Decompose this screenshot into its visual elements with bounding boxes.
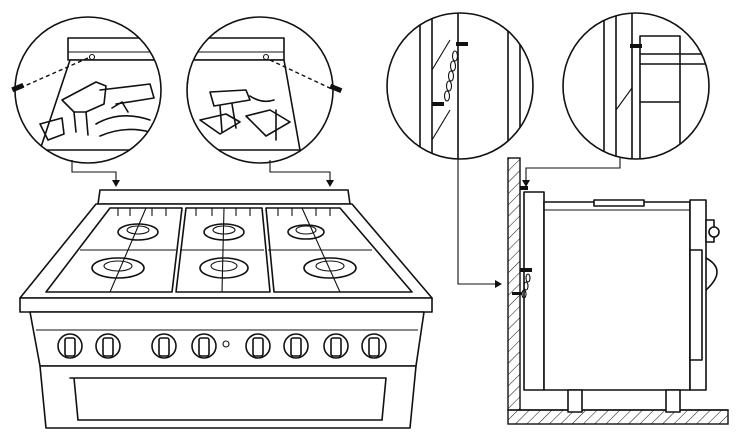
knob-icon	[191, 333, 217, 359]
backguard	[97, 189, 351, 205]
knob-icon	[151, 333, 177, 359]
door-handle	[705, 257, 718, 291]
burner-grates	[45, 207, 413, 293]
screw-icon	[11, 82, 25, 93]
floor	[507, 409, 729, 425]
screw-axis-line	[19, 57, 89, 89]
range-side-view	[507, 157, 729, 425]
door-handle	[69, 377, 387, 421]
knob-icon	[361, 333, 387, 359]
backguard	[523, 191, 545, 391]
leg	[567, 389, 583, 413]
chain-icon	[443, 50, 459, 102]
burner-icon	[91, 223, 357, 279]
knob-icon	[323, 333, 349, 359]
leg	[665, 389, 681, 413]
detail-wall-anti-tip-chain	[386, 12, 534, 160]
chain-icon	[521, 273, 531, 299]
oven-door	[39, 365, 417, 429]
control-knobs	[57, 333, 387, 359]
leader-lines	[71, 158, 621, 288]
screw-axis-line	[269, 59, 335, 91]
knob-icon	[245, 333, 271, 359]
detail-right-backguard-screw	[186, 16, 343, 164]
knob-icon	[57, 333, 83, 359]
knob-icon	[95, 333, 121, 359]
cooktop	[19, 203, 433, 299]
detail-left-backguard-screw	[11, 16, 162, 164]
bracket	[520, 186, 528, 190]
screw-icon	[329, 83, 343, 94]
knob-icon	[283, 333, 309, 359]
range-front-view	[19, 189, 433, 429]
detail-wall-bracket	[562, 12, 710, 160]
wall	[507, 157, 521, 411]
knob-icon	[708, 226, 720, 238]
